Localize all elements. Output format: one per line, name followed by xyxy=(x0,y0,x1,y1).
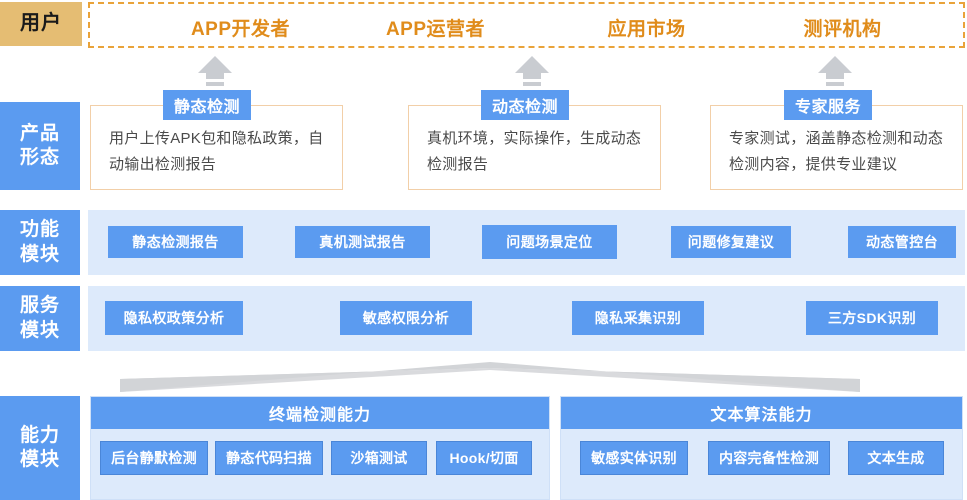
product-tag-label: 动态检测 xyxy=(492,99,559,116)
arrow-bar xyxy=(523,82,541,86)
arrow-stem xyxy=(206,73,224,79)
user-item-app-operator[interactable]: APP运营者 xyxy=(343,4,528,50)
capability-chip-text-generation[interactable]: 文本生成 xyxy=(848,441,944,475)
arrow-head xyxy=(515,56,549,73)
row-label-service: 服务 模块 xyxy=(0,286,80,351)
service-chip-privacy-policy-analysis[interactable]: 隐私权政策分析 xyxy=(105,301,243,335)
row-label-capability-text: 能力 模块 xyxy=(19,424,60,470)
capability-panel-terminal-detection: 终端检测能力 后台静默检测 静态代码扫描 沙箱测试 Hook/切面 xyxy=(90,396,550,500)
arrow-stem xyxy=(523,73,541,79)
service-chip-sensitive-permission-analysis[interactable]: 敏感权限分析 xyxy=(340,301,472,335)
capability-chip-background-silent-detection[interactable]: 后台静默检测 xyxy=(100,441,208,475)
capability-panel-title: 终端检测能力 xyxy=(91,397,549,429)
function-chip-device-report[interactable]: 真机测试报告 xyxy=(295,226,430,258)
funnel-shape-icon xyxy=(120,362,860,392)
chip-label: 后台静默检测 xyxy=(111,450,197,466)
user-item-evaluation-agency[interactable]: 测评机构 xyxy=(750,4,935,50)
service-module-band: 隐私权政策分析 敏感权限分析 隐私采集识别 三方SDK识别 xyxy=(88,286,965,351)
arrow-head xyxy=(198,56,232,73)
row-label-product: 产品 形态 xyxy=(0,102,80,190)
user-item-app-developer[interactable]: APP开发者 xyxy=(148,4,333,50)
arrow-stem xyxy=(826,73,844,79)
row-label-service-text: 服务 模块 xyxy=(19,295,60,341)
product-desc: 用户上传APK包和隐私政策，自动输出检测报告 xyxy=(109,130,324,174)
function-chip-issue-fix-advice[interactable]: 问题修复建议 xyxy=(671,226,791,258)
arrow-head xyxy=(818,56,852,73)
capability-panel-title-text: 文本算法能力 xyxy=(710,407,813,424)
chip-label: 静态检测报告 xyxy=(132,234,219,250)
product-tag-label: 静态检测 xyxy=(174,99,241,116)
chip-label: 敏感权限分析 xyxy=(362,310,450,326)
user-band: APP开发者 APP运营者 应用市场 测评机构 xyxy=(88,2,965,48)
product-tag-expert-service[interactable]: 专家服务 xyxy=(784,90,873,120)
user-item-label: APP运营者 xyxy=(385,18,486,40)
user-item-label: 测评机构 xyxy=(803,18,882,40)
chip-label: 内容完备性检测 xyxy=(718,450,820,466)
capability-chip-content-completeness-detection[interactable]: 内容完备性检测 xyxy=(708,441,830,475)
function-module-band: 静态检测报告 真机测试报告 问题场景定位 问题修复建议 动态管控台 xyxy=(88,210,965,275)
capability-panel-text-algorithm: 文本算法能力 敏感实体识别 内容完备性检测 文本生成 xyxy=(560,396,963,500)
row-label-product-text: 产品 形态 xyxy=(19,122,60,168)
row-label-capability: 能力 模块 xyxy=(0,396,80,500)
row-label-function-text: 功能 模块 xyxy=(19,219,60,265)
user-item-label: APP开发者 xyxy=(190,18,291,40)
user-item-app-market[interactable]: 应用市场 xyxy=(554,4,739,50)
arrow-bar xyxy=(826,82,844,86)
capability-chip-sensitive-entity-recognition[interactable]: 敏感实体识别 xyxy=(580,441,688,475)
capability-chip-sandbox-test[interactable]: 沙箱测试 xyxy=(331,441,427,475)
function-chip-issue-locate[interactable]: 问题场景定位 xyxy=(482,225,617,259)
function-chip-dynamic-console[interactable]: 动态管控台 xyxy=(848,226,956,258)
service-chip-privacy-collection-detect[interactable]: 隐私采集识别 xyxy=(572,301,704,335)
row-label-function: 功能 模块 xyxy=(0,210,80,275)
capability-chip-hook-aspect[interactable]: Hook/切面 xyxy=(436,441,532,475)
chip-label: 三方SDK识别 xyxy=(827,310,917,326)
product-tag-dynamic-detection[interactable]: 动态检测 xyxy=(481,90,570,120)
chip-label: Hook/切面 xyxy=(449,450,519,466)
chip-label: 文本生成 xyxy=(867,450,925,466)
row-label-user: 用户 xyxy=(0,2,82,46)
capability-chip-static-code-scan[interactable]: 静态代码扫描 xyxy=(215,441,323,475)
chip-label: 隐私采集识别 xyxy=(594,310,682,326)
chip-label: 静态代码扫描 xyxy=(226,450,312,466)
arrow-bar xyxy=(206,82,224,86)
chip-label: 真机测试报告 xyxy=(319,234,406,250)
product-desc: 真机环境，实际操作，生成动态检测报告 xyxy=(427,130,642,174)
product-tag-static-detection[interactable]: 静态检测 xyxy=(163,90,252,120)
chip-label: 敏感实体识别 xyxy=(591,450,677,466)
up-arrow-icon-dynamic xyxy=(515,56,549,86)
user-item-label: 应用市场 xyxy=(607,18,686,40)
function-chip-static-report[interactable]: 静态检测报告 xyxy=(108,226,243,258)
chip-label: 问题修复建议 xyxy=(687,234,775,250)
service-chip-third-party-sdk-detect[interactable]: 三方SDK识别 xyxy=(806,301,938,335)
capability-panel-title-text: 终端检测能力 xyxy=(268,407,371,424)
up-arrow-icon-static xyxy=(198,56,232,86)
chip-label: 沙箱测试 xyxy=(350,450,408,466)
product-tag-label: 专家服务 xyxy=(795,99,862,116)
chip-label: 问题场景定位 xyxy=(506,234,593,250)
chip-label: 隐私权政策分析 xyxy=(123,310,225,326)
capability-panel-title: 文本算法能力 xyxy=(561,397,962,429)
chip-label: 动态管控台 xyxy=(866,234,938,250)
product-desc: 专家测试，涵盖静态检测和动态检测内容，提供专业建议 xyxy=(729,130,944,174)
row-label-user-text: 用户 xyxy=(20,12,62,35)
up-arrow-icon-expert xyxy=(818,56,852,86)
